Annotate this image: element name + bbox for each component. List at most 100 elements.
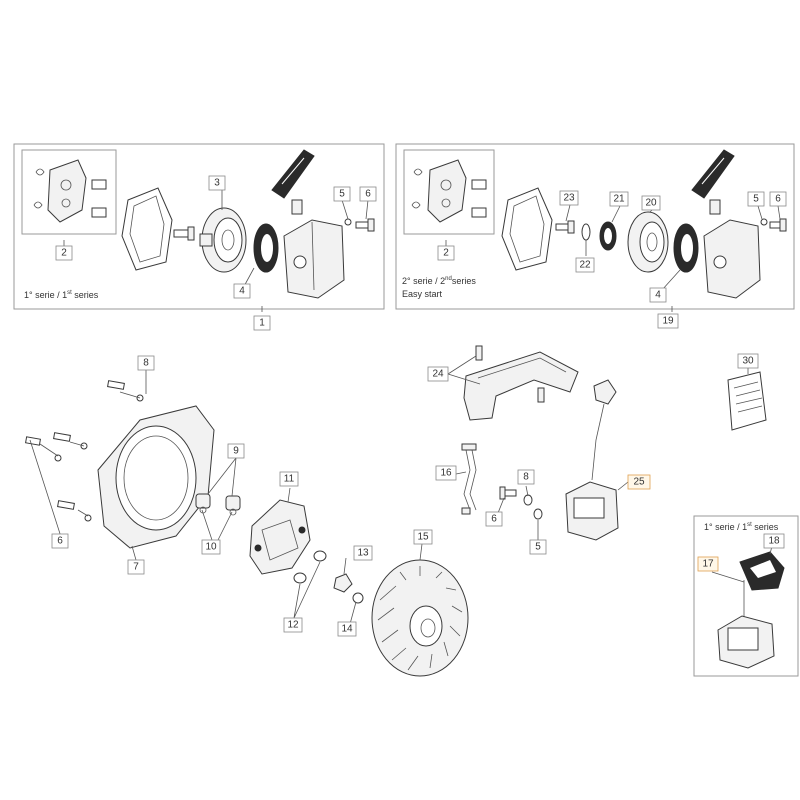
starter-housing-part-2 bbox=[703, 219, 761, 299]
pawl-detail-frame-2 bbox=[403, 149, 495, 235]
callout-19: 19 bbox=[657, 313, 679, 329]
svg-text:4: 4 bbox=[239, 286, 245, 297]
flywheel-part-15 bbox=[371, 559, 469, 677]
fan-housing-group bbox=[25, 370, 469, 677]
washer-part-14 bbox=[352, 592, 364, 604]
callout-16: 16 bbox=[435, 465, 457, 481]
svg-text:23: 23 bbox=[563, 193, 575, 204]
svg-text:9: 9 bbox=[233, 446, 239, 457]
ground-wire-part-16 bbox=[461, 443, 477, 515]
callout-6d: 6 bbox=[485, 511, 503, 527]
svg-text:8: 8 bbox=[523, 472, 529, 483]
inset-frame bbox=[693, 515, 799, 677]
starter-handle-part bbox=[271, 149, 315, 215]
recoil-spring-part-4 bbox=[253, 223, 279, 273]
pawl-assembly-part-2 bbox=[411, 159, 487, 223]
panel-second-series: 2° serie / 2ndseries Easy start bbox=[395, 143, 795, 312]
svg-text:11: 11 bbox=[284, 474, 295, 485]
callout-5a: 5 bbox=[333, 186, 351, 202]
svg-text:10: 10 bbox=[205, 542, 217, 553]
callout-30: 30 bbox=[737, 353, 759, 369]
cap-part-18 bbox=[739, 551, 785, 591]
callout-21: 21 bbox=[609, 191, 629, 207]
recoil-spring-part-4b bbox=[673, 223, 699, 273]
callout-10: 10 bbox=[201, 539, 221, 555]
callout-5b: 5 bbox=[747, 191, 765, 207]
svg-text:5: 5 bbox=[753, 194, 759, 205]
callout-1: 1 bbox=[253, 315, 271, 331]
washer-part-12b bbox=[293, 572, 307, 584]
screw-part-6 bbox=[355, 218, 375, 232]
callout-8a: 8 bbox=[137, 355, 155, 371]
callout-6a: 6 bbox=[359, 186, 377, 202]
nut-part-2 bbox=[760, 218, 768, 226]
callout-4b: 4 bbox=[649, 287, 667, 303]
svg-text:25: 25 bbox=[633, 477, 645, 488]
screw-part-6b bbox=[769, 218, 787, 232]
washer-part-5c bbox=[533, 508, 543, 520]
svg-text:14: 14 bbox=[341, 624, 353, 635]
screw-part bbox=[173, 226, 195, 241]
callout-3: 3 bbox=[208, 175, 226, 191]
callout-25: 25 bbox=[627, 474, 651, 490]
ignition-group bbox=[447, 345, 767, 541]
screw-part-6d bbox=[499, 486, 517, 500]
washer-part-8b bbox=[523, 494, 533, 506]
callout-14: 14 bbox=[337, 621, 357, 637]
svg-text:1: 1 bbox=[259, 318, 265, 329]
callout-20: 20 bbox=[641, 195, 661, 211]
nut-part-13 bbox=[333, 573, 353, 593]
callout-12: 12 bbox=[283, 617, 303, 633]
callout-2b: 2 bbox=[437, 245, 455, 261]
callouts: 1 2 3 4 5 6 2 23 21 20 22 4 5 6 19 8 9 6… bbox=[51, 175, 787, 637]
callout-6b: 6 bbox=[769, 191, 787, 207]
coil-part-17 bbox=[717, 580, 775, 669]
svg-text:5: 5 bbox=[339, 189, 345, 200]
callout-5c: 5 bbox=[529, 539, 547, 555]
bushing-part-9 bbox=[195, 493, 241, 516]
pawl-assembly-part bbox=[33, 159, 107, 223]
svg-text:6: 6 bbox=[775, 194, 781, 205]
label-sticker-part-30 bbox=[727, 371, 767, 431]
svg-text:6: 6 bbox=[491, 514, 497, 525]
svg-text:8: 8 bbox=[143, 358, 149, 369]
svg-text:2: 2 bbox=[61, 248, 67, 259]
svg-text:7: 7 bbox=[133, 562, 139, 573]
svg-text:3: 3 bbox=[214, 178, 220, 189]
callout-8b: 8 bbox=[517, 469, 535, 485]
pawl-detail-frame bbox=[21, 149, 117, 235]
callout-15: 15 bbox=[413, 529, 433, 545]
callout-18: 18 bbox=[763, 533, 785, 549]
svg-text:22: 22 bbox=[579, 260, 591, 271]
callout-6c: 6 bbox=[51, 533, 69, 549]
callout-13: 13 bbox=[353, 545, 373, 561]
second-series-note: Easy start bbox=[402, 289, 443, 299]
washer-part-12 bbox=[313, 550, 327, 562]
callout-23: 23 bbox=[559, 190, 579, 206]
svg-text:20: 20 bbox=[645, 198, 657, 209]
panel-second-series-frame bbox=[395, 143, 795, 310]
svg-text:13: 13 bbox=[357, 548, 369, 559]
svg-text:17: 17 bbox=[702, 559, 714, 570]
starter-handle-part-2 bbox=[691, 149, 735, 215]
svg-text:4: 4 bbox=[655, 290, 661, 301]
nut-part bbox=[344, 218, 352, 226]
svg-text:15: 15 bbox=[417, 532, 429, 543]
ignition-coil-part-25 bbox=[565, 379, 619, 541]
inset-caption: 1° serie / 1st series bbox=[704, 522, 779, 532]
callout-7: 7 bbox=[127, 559, 145, 575]
starter-housing-part bbox=[283, 219, 345, 299]
screw-part-23 bbox=[555, 220, 575, 234]
callout-24: 24 bbox=[427, 366, 449, 382]
pulley-part-20 bbox=[627, 211, 669, 273]
spring-part-21 bbox=[599, 221, 617, 251]
svg-text:24: 24 bbox=[432, 369, 444, 380]
svg-text:6: 6 bbox=[57, 536, 63, 547]
callout-4a: 4 bbox=[233, 283, 251, 299]
callout-2a: 2 bbox=[55, 245, 73, 261]
svg-text:2: 2 bbox=[443, 248, 449, 259]
panel-first-series: 1° serie / 1st series bbox=[13, 143, 385, 312]
svg-text:16: 16 bbox=[440, 468, 452, 479]
clutch-part-11 bbox=[249, 499, 311, 575]
first-series-caption: 1° serie / 1st series bbox=[24, 290, 99, 300]
